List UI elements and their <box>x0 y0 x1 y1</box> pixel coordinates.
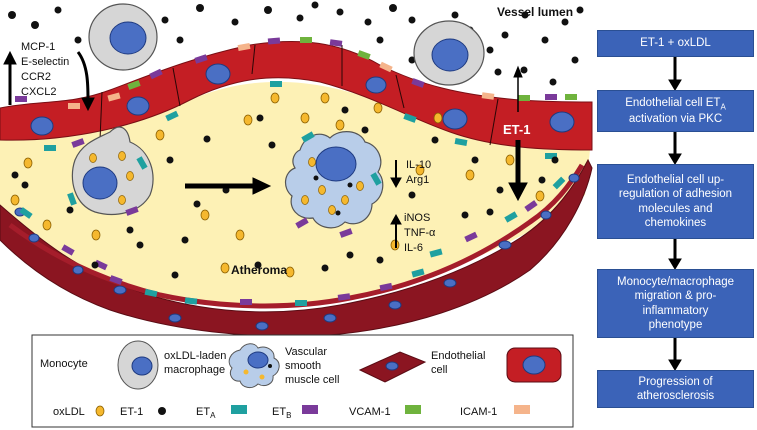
legend-oxldl-label: oxLDL <box>53 406 85 418</box>
legend-eta-label: ETA <box>196 406 216 420</box>
label-ccr2: CCR2 <box>21 71 51 83</box>
legend-etb-sub: B <box>286 411 291 420</box>
legend-vcam-icon <box>405 405 421 414</box>
receptor-markers-bottom <box>19 176 566 306</box>
arrows <box>3 50 528 248</box>
legend-et1-icon <box>158 407 166 415</box>
legend-endothelial-label: Endothelial cell <box>431 350 489 376</box>
flow-box-1-text: ET-1 + oxLDL <box>640 37 711 50</box>
label-il10: IL-10 <box>406 159 431 171</box>
monocyte-lumen-right <box>413 20 485 86</box>
flow-box-2-text: Endothelial cell ETA activation via PKC <box>625 96 726 127</box>
legend-endothelial-diamond-icon <box>358 351 427 383</box>
media-nuclei <box>14 173 580 331</box>
label-il6: IL-6 <box>404 242 423 254</box>
label-atheroma: Atheroma <box>231 263 287 277</box>
legend-vsmc-label: Vascular smooth muscle cell <box>285 346 339 386</box>
endothelial-cell-borders <box>99 44 499 146</box>
flow-box-2: Endothelial cell ETA activation via PKC <box>597 90 754 132</box>
flow-box-2-line1: Endothelial cell ET <box>625 96 721 109</box>
label-inos: iNOS <box>404 212 430 224</box>
flow-box-3-text: Endothelial cell up- regulation of adhes… <box>618 173 733 229</box>
legend-vcam-label: VCAM-1 <box>349 406 391 418</box>
legend-etb-icon <box>302 405 318 414</box>
flowchart-arrows <box>668 57 682 371</box>
label-vessel-lumen: Vessel lumen <box>497 5 573 19</box>
legend-eta-icon <box>231 405 247 414</box>
legend-monocyte-icon <box>117 340 159 390</box>
legend-vsmc-line2: smooth <box>285 360 321 372</box>
label-arg1: Arg1 <box>406 174 429 186</box>
legend-oxldl-icon <box>95 405 105 417</box>
endothelial-nuclei <box>30 63 575 136</box>
macrophage-transmigrating <box>67 126 154 216</box>
flow-box-4-text: Monocyte/macrophage migration & pro- inf… <box>617 275 734 331</box>
legend-vsmc-line3: muscle cell <box>285 374 339 386</box>
label-et1: ET-1 <box>503 122 530 137</box>
legend-macrophage-line2: macrophage <box>164 364 225 376</box>
legend-icam-label: ICAM-1 <box>460 406 497 418</box>
flow-box-3: Endothelial cell up- regulation of adhes… <box>597 164 754 239</box>
receptor-markers-top <box>15 37 577 159</box>
left-upregulated-list: MCP-1 E-selectin CCR2 CXCL2 <box>21 41 69 98</box>
label-tnfa: TNF-α <box>404 227 436 239</box>
legend-endothelial-line2: cell <box>431 364 448 376</box>
anti-inflammatory-list: IL-10 Arg1 <box>406 159 431 186</box>
media-bottom <box>0 158 593 337</box>
flow-box-2-sub: A <box>720 101 726 111</box>
legend-icam-icon <box>514 405 530 414</box>
legend-etb-base: ET <box>272 406 286 418</box>
legend-macrophage-line1: oxLDL-laden <box>164 350 226 362</box>
legend-macrophage-label: oxLDL-laden macrophage <box>164 350 229 376</box>
flow-box-1: ET-1 + oxLDL <box>597 30 754 57</box>
et1-dots <box>8 1 584 279</box>
flow-box-5: Progression of atherosclerosis <box>597 370 754 408</box>
legend-endothelial-line1: Endothelial <box>431 350 485 362</box>
legend-etb-label: ETB <box>272 406 291 420</box>
legend-vsmc-line1: Vascular <box>285 346 327 358</box>
legend-monocyte-label: Monocyte <box>40 358 88 370</box>
label-mcp1: MCP-1 <box>21 41 55 53</box>
label-cxcl2: CXCL2 <box>21 86 56 98</box>
pro-inflammatory-list: iNOS TNF-α IL-6 <box>404 212 436 254</box>
legend: Monocyte oxLDL-laden macrophage Vascular… <box>31 334 574 428</box>
legend-eta-base: ET <box>196 406 210 418</box>
legend-et1-label: ET-1 <box>120 406 143 418</box>
legend-endothelial-rect-icon <box>506 347 562 383</box>
label-eselectin: E-selectin <box>21 56 69 68</box>
flow-box-4: Monocyte/macrophage migration & pro- inf… <box>597 269 754 338</box>
oxldl-dots <box>10 92 545 278</box>
flow-box-5-text: Progression of atherosclerosis <box>636 375 715 402</box>
monocyte-lumen-left <box>88 3 158 71</box>
legend-eta-sub: A <box>210 411 216 420</box>
legend-vsmc-icon <box>228 343 280 389</box>
flow-box-2-line2: activation via PKC <box>628 112 723 125</box>
foam-cell-center <box>285 131 384 238</box>
